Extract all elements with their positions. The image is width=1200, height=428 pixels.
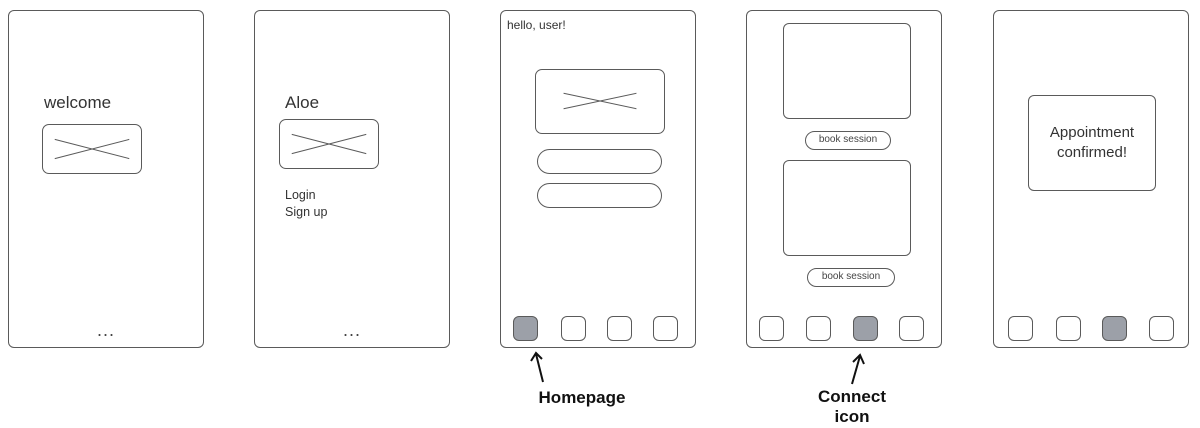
login-link[interactable]: Login — [285, 188, 316, 202]
tab-home[interactable] — [1008, 316, 1033, 341]
session-image-1 — [783, 23, 911, 119]
book-session-button-1[interactable]: book session — [805, 131, 891, 150]
connect-icon-label: Connect icon — [790, 387, 914, 427]
signup-link[interactable]: Sign up — [285, 205, 328, 219]
tab-2[interactable] — [1056, 316, 1081, 341]
greeting-text: hello, user! — [507, 18, 566, 32]
home-action-button-2[interactable] — [537, 183, 662, 208]
loading-dots: ... — [342, 320, 361, 340]
screen-homepage: hello, user! — [500, 10, 696, 348]
tab-2[interactable] — [561, 316, 586, 341]
screen-connect: book session book session — [746, 10, 942, 348]
loading-dots: ... — [96, 320, 115, 340]
screen-login: Aloe Login Sign up ... — [254, 10, 450, 348]
tab-home[interactable] — [513, 316, 538, 341]
logo-image-placeholder — [42, 124, 142, 174]
tab-home[interactable] — [759, 316, 784, 341]
book-session-button-2[interactable]: book session — [807, 268, 895, 287]
tab-connect[interactable] — [1102, 316, 1127, 341]
connect-label-line-1: Connect — [818, 387, 886, 406]
connect-icon-arrow — [851, 353, 865, 385]
home-action-button-1[interactable] — [537, 149, 662, 174]
tab-4[interactable] — [899, 316, 924, 341]
tab-connect[interactable] — [853, 316, 878, 341]
app-name-title: Aloe — [285, 93, 320, 112]
tab-4[interactable] — [653, 316, 678, 341]
screen-confirmation: Appointment confirmed! — [993, 10, 1189, 348]
logo-image-placeholder — [279, 119, 379, 169]
screen-welcome: welcome ... — [8, 10, 204, 348]
homepage-label: Homepage — [538, 388, 626, 407]
tab-2[interactable] — [806, 316, 831, 341]
tab-connect[interactable] — [607, 316, 632, 341]
welcome-title: welcome — [44, 93, 112, 112]
hero-image-placeholder — [535, 69, 665, 134]
homepage-arrow — [530, 351, 544, 383]
session-image-2 — [783, 160, 911, 256]
tab-4[interactable] — [1149, 316, 1174, 341]
confirmation-message: Appointment confirmed! — [1028, 95, 1156, 191]
connect-label-line-2: icon — [834, 407, 870, 426]
confirmation-line-1: Appointment — [1049, 124, 1135, 141]
confirmation-line-2: confirmed! — [1056, 144, 1127, 161]
